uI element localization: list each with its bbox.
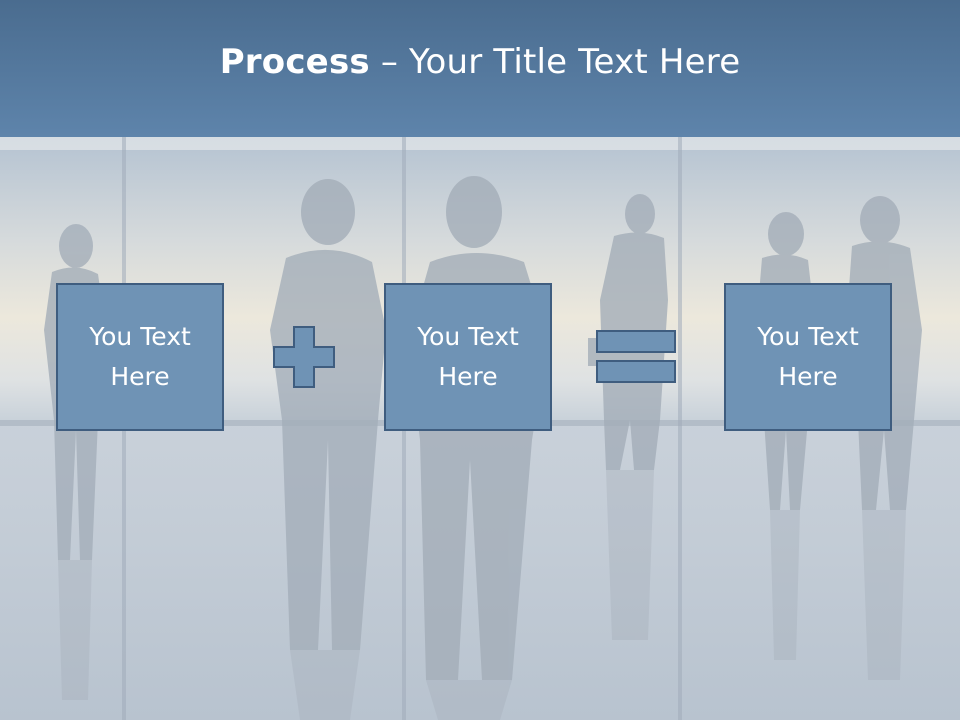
box-1-line-1: You Text — [89, 322, 191, 351]
slide-title: Process – Your Title Text Here — [220, 42, 741, 82]
process-box-3[interactable]: You Text Here — [724, 283, 892, 431]
plus-icon — [273, 326, 335, 388]
box-3-line-1: You Text — [757, 322, 859, 351]
equals-icon — [596, 330, 676, 383]
box-3-line-2: Here — [778, 362, 838, 391]
title-emphasis: Process — [219, 41, 370, 82]
box-1-line-2: Here — [110, 362, 170, 391]
title-bar: Process – Your Title Text Here — [0, 0, 960, 137]
box-2-line-2: Here — [438, 362, 498, 391]
box-2-line-1: You Text — [417, 322, 519, 351]
process-box-1[interactable]: You Text Here — [56, 283, 224, 431]
window-mullion — [678, 136, 682, 720]
process-box-2[interactable]: You Text Here — [384, 283, 552, 431]
title-text: – Your Title Text Here — [369, 41, 741, 82]
